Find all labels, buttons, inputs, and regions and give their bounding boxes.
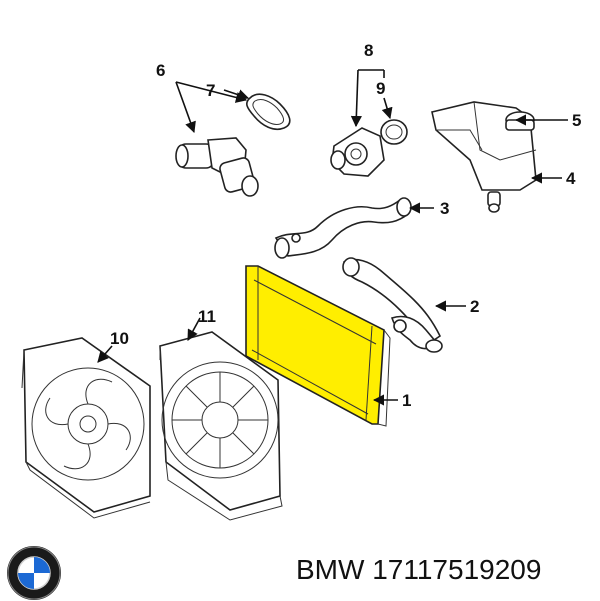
bmw-logo (7, 546, 61, 600)
callout-1: 1 (402, 391, 411, 410)
electric-fan-part (21, 337, 151, 519)
callout-11: 11 (198, 307, 216, 326)
thermostat-housing-part (175, 137, 259, 197)
callout-3: 3 (440, 199, 449, 218)
callout-5: 5 (572, 111, 581, 130)
callout-2: 2 (470, 297, 479, 316)
part-caption: BMW 17117519209 (296, 554, 541, 586)
callout-4: 4 (566, 169, 576, 188)
callout-10: 10 (110, 329, 129, 348)
upper-hose-part (274, 197, 412, 259)
seal-ring-part (380, 119, 408, 145)
gasket-part (245, 93, 291, 131)
fan-shroud-part (159, 331, 283, 521)
leader-lines (97, 69, 568, 406)
tank-cap-part (505, 111, 535, 131)
part-number: 17117519209 (372, 554, 542, 585)
water-pump-part (330, 127, 385, 177)
callout-9: 9 (376, 79, 385, 98)
brand-label: BMW (296, 554, 365, 585)
callout-7: 7 (206, 81, 215, 100)
callout-8: 8 (364, 41, 373, 60)
callout-6: 6 (156, 61, 165, 80)
lower-hose-part (342, 257, 443, 353)
